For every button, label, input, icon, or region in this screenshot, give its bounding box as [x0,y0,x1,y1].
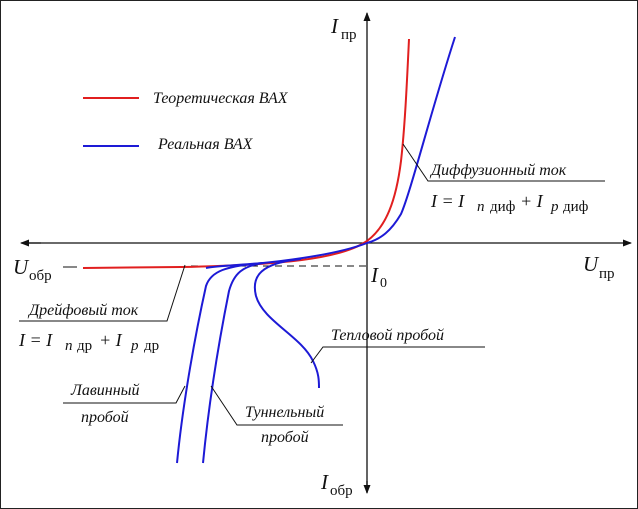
svg-text:пр: пр [341,27,357,43]
svg-text:I = I: I = I [430,191,465,211]
svg-text:U: U [583,252,600,276]
diffusion-leader-line [402,143,605,182]
svg-text:p: p [550,199,559,215]
legend-theoretical-label: Теоретическая ВАХ [153,90,289,107]
svg-text:n: n [65,338,73,354]
svg-text:U: U [13,255,30,279]
label-saturation-current: I 0 [370,263,387,291]
avalanche-label-line2: пробой [81,409,129,426]
svg-text:пр: пр [599,266,615,282]
avalanche-label-line1: Лавинный [70,382,140,399]
svg-text:обр: обр [330,483,353,499]
thermal-breakdown-label: Тепловой пробой [331,327,444,344]
tunnel-leader-line [210,385,343,426]
avalanche-breakdown-curve [176,262,264,464]
svg-text:n: n [477,199,485,215]
tunnel-label-line1: Туннельный [245,404,324,421]
thermal-breakdown-curve [253,258,320,389]
svg-text:+ I: + I [99,330,123,350]
theoretical-iv-curve [82,38,410,269]
svg-text:I: I [320,470,329,494]
avalanche-leader-line [63,385,186,404]
svg-text:p: p [130,338,139,354]
thermal-leader-line [310,346,485,364]
svg-text:диф: диф [563,199,589,215]
tunnel-breakdown-curve [202,262,264,464]
svg-text:обр: обр [29,268,52,284]
diffusion-current-label: Диффузионный ток [429,162,567,179]
svg-text:диф: диф [490,199,516,215]
axis-label-i-forward: I пр [330,14,357,43]
svg-text:I: I [330,14,339,38]
axis-label-u-reverse: U обр [13,255,77,284]
drift-leader-line [19,264,186,322]
diffusion-current-formula: I = I n диф + I p диф [430,191,589,215]
svg-text:+ I: + I [520,191,544,211]
drift-current-formula: I = I n др + I p др [18,330,159,354]
svg-text:0: 0 [380,276,387,291]
legend-real-label: Реальная ВАХ [157,136,254,153]
svg-text:др: др [144,338,159,354]
drift-current-label: Дрейфовый ток [27,302,139,319]
axis-label-u-forward: U пр [583,252,615,282]
svg-text:I: I [370,263,379,287]
tunnel-label-line2: пробой [261,429,309,446]
svg-text:I = I: I = I [18,330,53,350]
svg-text:др: др [77,338,92,354]
axis-label-i-reverse: I обр [320,470,353,499]
